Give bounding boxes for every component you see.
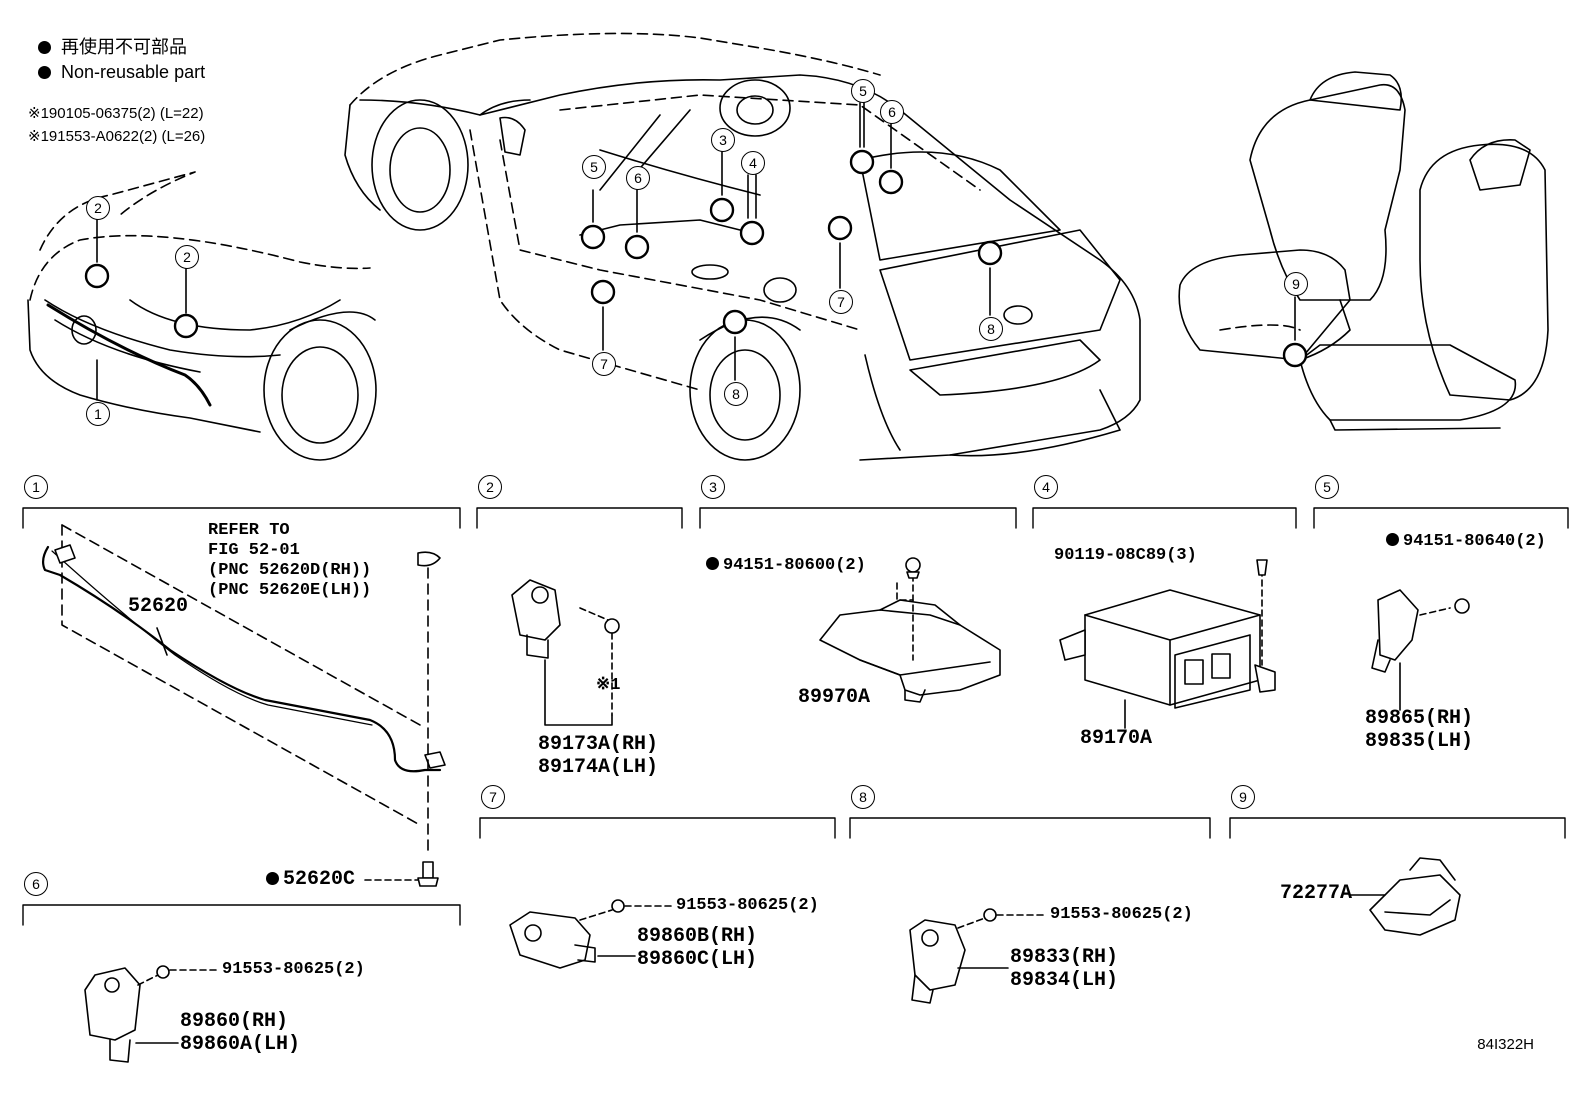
section-2-sensor-drawing — [511, 579, 620, 726]
bolt-94151-80600-text: 94151-80600(2) — [723, 556, 866, 575]
section-2-number: 2 — [478, 475, 502, 499]
part-52620: 52620 — [128, 595, 189, 618]
part-89170a: 89170A — [1080, 727, 1153, 750]
filled-dot-icon — [1386, 533, 1399, 546]
bolt-90119-08c89: 90119-08C89(3) — [1054, 546, 1197, 565]
section-8-sensor-drawing — [909, 908, 1046, 1004]
section-8-number: 8 — [851, 785, 875, 809]
part-89174a: 89174A(LH) — [538, 756, 659, 779]
filled-dot-icon — [266, 872, 279, 885]
part-89173a: 89173A(RH) — [538, 733, 659, 756]
callout-2-upper: 2 — [86, 196, 110, 220]
callout-4: 4 — [741, 151, 765, 175]
section-3-bracket-drawing — [819, 557, 1001, 703]
callout-8-front: 8 — [724, 382, 748, 406]
part-52620c-text: 52620C — [283, 868, 356, 891]
refer-line-1: REFER TO — [208, 521, 290, 540]
callout-5-rear: 5 — [851, 79, 875, 103]
section-3-number: 3 — [701, 475, 725, 499]
part-89835: 89835(LH) — [1365, 730, 1474, 753]
filled-dot-icon — [38, 66, 51, 79]
front-bumper-sketch — [27, 171, 377, 461]
callout-8-rear: 8 — [979, 317, 1003, 341]
part-89860b: 89860B(RH) — [637, 925, 758, 948]
callout-2-lower: 2 — [175, 245, 199, 269]
callout-9: 9 — [1284, 272, 1308, 296]
part-89834: 89834(LH) — [1010, 969, 1119, 992]
refer-line-4: (PNC 52620E(LH)) — [208, 581, 372, 600]
part-89860a: 89860A(LH) — [180, 1033, 301, 1056]
section-5-sensor-drawing — [1371, 589, 1470, 711]
callout-5-front: 5 — [582, 155, 606, 179]
refer-line-3: (PNC 52620D(RH)) — [208, 561, 372, 580]
section-6-number: 6 — [24, 872, 48, 896]
section-4-number: 4 — [1034, 475, 1058, 499]
part-89865: 89865(RH) — [1365, 707, 1474, 730]
part-52620c: 52620C — [266, 868, 355, 891]
part-89833: 89833(RH) — [1010, 946, 1119, 969]
legend-en-text: Non-reusable part — [61, 62, 206, 82]
note-line-2: ※191553-A0622(2) (L=26) — [28, 128, 206, 145]
figure-code: 84I322H — [1477, 1036, 1534, 1053]
legend-en: Non-reusable part — [38, 61, 205, 83]
note-line-1: ※190105-06375(2) (L=22) — [28, 105, 204, 122]
section-brackets — [22, 507, 1569, 926]
part-89860c: 89860C(LH) — [637, 948, 758, 971]
section-9-sensor-drawing — [1349, 857, 1461, 936]
refer-line-2: FIG 52-01 — [208, 541, 300, 560]
seat-sketch — [1178, 71, 1549, 431]
bolt-91553-80625-s7: 91553-80625(2) — [676, 896, 819, 915]
section-7-number: 7 — [481, 785, 505, 809]
part-72277a: 72277A — [1280, 882, 1353, 905]
callout-6-rear: 6 — [880, 100, 904, 124]
callout-1: 1 — [86, 402, 110, 426]
filled-dot-icon — [706, 557, 719, 570]
callout-6-front: 6 — [626, 166, 650, 190]
bolt-94151-80640: 94151-80640(2) — [1386, 532, 1546, 552]
callout-7-front: 7 — [592, 352, 616, 376]
section-6-sensor-drawing — [84, 965, 221, 1063]
callout-7-rear: 7 — [829, 290, 853, 314]
legend-jp-text: 再使用不可部品 — [61, 37, 187, 57]
section-1-number: 1 — [24, 475, 48, 499]
part-89860: 89860(RH) — [180, 1010, 289, 1033]
section-4-ecu-drawing — [1059, 559, 1276, 729]
bolt-94151-80640-text: 94151-80640(2) — [1403, 532, 1546, 551]
bolt-91553-80625-s8: 91553-80625(2) — [1050, 905, 1193, 924]
filled-dot-icon — [38, 41, 51, 54]
callout-3: 3 — [711, 128, 735, 152]
section-5-number: 5 — [1315, 475, 1339, 499]
section-9-number: 9 — [1231, 785, 1255, 809]
bolt-94151-80600: 94151-80600(2) — [706, 556, 866, 576]
part-89970a: 89970A — [798, 686, 871, 709]
section-7-sensor-drawing — [509, 899, 673, 969]
bolt-91553-80625-s6: 91553-80625(2) — [222, 960, 365, 979]
section-1-harness-drawing — [41, 524, 446, 887]
legend-jp: 再使用不可部品 — [38, 36, 187, 58]
vehicle-body-sketch — [344, 32, 1141, 461]
note-mark-1: ※1 — [596, 676, 621, 695]
